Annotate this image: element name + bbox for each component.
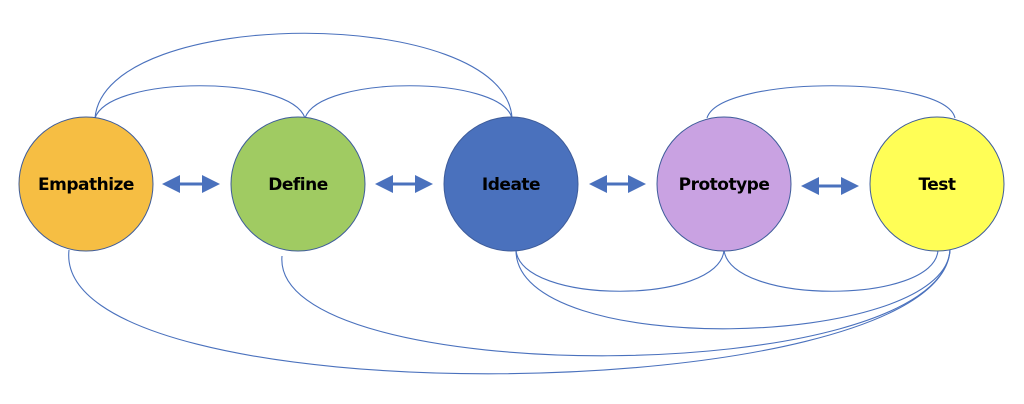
stage-label-ideate: Ideate bbox=[482, 175, 540, 195]
arc-ideate-test bbox=[515, 249, 951, 330]
stage-label-prototype: Prototype bbox=[679, 175, 770, 195]
stage-empathize-circle bbox=[18, 116, 154, 252]
arc-ideate-prototype bbox=[515, 249, 725, 292]
arc-define-test bbox=[281, 249, 951, 357]
arc-prototype-test-bottom bbox=[723, 249, 939, 292]
stage-label-test: Test bbox=[918, 175, 955, 195]
stage-define-circle bbox=[230, 116, 366, 252]
arc-empathize-ideate bbox=[94, 32, 513, 119]
arc-define-ideate bbox=[304, 85, 513, 119]
stage-label-empathize: Empathize bbox=[38, 175, 134, 195]
stage-ideate-circle bbox=[443, 116, 579, 252]
stage-test-circle bbox=[869, 116, 1005, 252]
stage-prototype-circle bbox=[656, 116, 792, 252]
arc-prototype-test bbox=[706, 85, 956, 119]
stage-label-define: Define bbox=[268, 175, 328, 195]
connectors bbox=[68, 32, 956, 375]
arc-empathize-test bbox=[68, 249, 951, 375]
arc-empathize-define bbox=[94, 85, 306, 119]
